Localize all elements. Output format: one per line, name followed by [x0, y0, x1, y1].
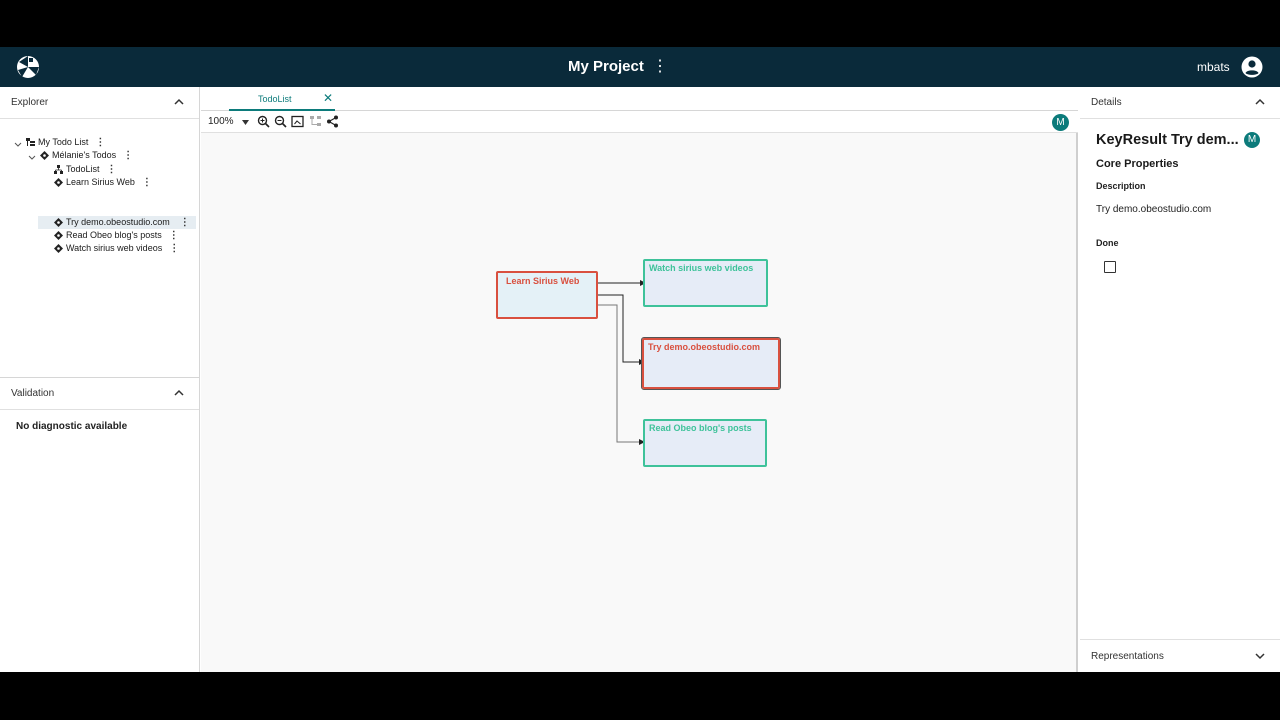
explorer-title: Explorer [11, 97, 49, 108]
tree-item-try-demo[interactable]: Try demo.obeostudio.com ⋮ [54, 216, 190, 229]
chevron-down-icon[interactable] [28, 151, 36, 164]
details-panel-title: Details [1091, 97, 1122, 108]
explorer-tree: My Todo List⋮ Mélanie's Todos⋮ TodoList⋮… [0, 119, 199, 378]
details-heading: KeyResult Try dem... [1096, 132, 1239, 148]
validation-title: Validation [11, 388, 55, 399]
tree-item-label: TodoList [66, 164, 100, 175]
share-icon[interactable] [326, 115, 339, 128]
edge-to-read-blog [598, 304, 645, 445]
tree-item-watch-videos[interactable]: Watch sirius web videos ⋮ [54, 242, 180, 255]
core-properties-heading: Core Properties [1096, 158, 1179, 170]
more-options-icon[interactable]: ⋮ [95, 137, 106, 149]
chevron-up-icon[interactable] [173, 387, 185, 399]
explorer-header[interactable]: Explorer [0, 87, 199, 119]
representations-header[interactable]: Representations [1080, 639, 1280, 672]
done-label: Done [1096, 238, 1119, 248]
fit-to-screen-icon[interactable] [291, 115, 304, 128]
project-menu-button[interactable]: ⋮ [652, 58, 668, 75]
project-title: My Project [568, 58, 644, 75]
more-options-icon[interactable]: ⋮ [168, 230, 179, 242]
caret-down-icon[interactable] [242, 120, 249, 125]
user-name: mbats [1197, 60, 1230, 74]
collaborator-avatar[interactable]: M [1052, 114, 1069, 131]
tab-label: TodoList [258, 94, 292, 104]
tree-item-label: Read Obeo blog's posts [66, 230, 162, 241]
tree-item-label: My Todo List [38, 137, 89, 148]
zoom-out-icon[interactable] [274, 115, 287, 128]
zoom-level-select[interactable]: 100% [208, 116, 234, 127]
tree-item-label: Learn Sirius Web [66, 177, 135, 188]
application-window: My Project ⋮ mbats Explorer My Todo List… [0, 47, 1280, 672]
tree-item-label: Watch sirius web videos [66, 243, 163, 254]
selection-highlight [38, 216, 196, 229]
objective-icon [40, 151, 49, 161]
validation-content: No diagnostic available [0, 410, 199, 450]
model-icon [26, 138, 35, 147]
diagram-editor: TodoList ✕ 100% M [201, 87, 1078, 672]
node-read-blog[interactable]: Read Obeo blog's posts [643, 419, 767, 467]
key-result-icon [54, 231, 63, 241]
more-options-icon[interactable]: ⋮ [106, 164, 117, 176]
chevron-down-icon[interactable] [1254, 650, 1266, 662]
details-header[interactable]: Details [1080, 87, 1280, 119]
done-checkbox[interactable] [1104, 261, 1116, 273]
tree-item-label: Mélanie's Todos [52, 150, 117, 161]
more-options-icon[interactable]: ⋮ [141, 177, 152, 189]
zoom-in-icon[interactable] [257, 115, 270, 128]
node-label: Try demo.obeostudio.com [648, 342, 761, 352]
tree-item-todolist-diagram[interactable]: TodoList ⋮ [54, 163, 117, 176]
tree-item-label: Try demo.obeostudio.com [66, 217, 170, 228]
key-result-icon [54, 244, 63, 254]
tab-todolist[interactable]: TodoList ✕ [229, 87, 335, 111]
node-learn-sirius-web[interactable]: Learn Sirius Web [496, 271, 598, 319]
top-bar: My Project ⋮ mbats [0, 47, 1280, 87]
chevron-down-icon[interactable] [14, 138, 22, 151]
node-label: Read Obeo blog's posts [649, 423, 752, 433]
tree-item-learn-sirius-web[interactable]: Learn Sirius Web ⋮ [54, 176, 152, 189]
chevron-up-icon[interactable] [173, 96, 185, 108]
tree-item-read-obeo-blog[interactable]: Read Obeo blog's posts ⋮ [54, 229, 179, 242]
arrange-all-icon[interactable] [309, 115, 322, 128]
edges-layer [598, 280, 646, 445]
description-label: Description [1096, 181, 1146, 191]
chevron-up-icon[interactable] [1254, 96, 1266, 108]
diagram-toolbar: 100% M [201, 111, 1078, 133]
description-field[interactable]: Try demo.obeostudio.com [1096, 204, 1212, 215]
representations-title: Representations [1091, 651, 1164, 662]
more-options-icon[interactable]: ⋮ [169, 243, 180, 255]
more-options-icon[interactable]: ⋮ [123, 150, 134, 162]
diagram-icon [54, 165, 63, 175]
more-options-icon[interactable]: ⋮ [180, 216, 190, 229]
diagram-canvas[interactable]: Learn Sirius Web Watch sirius web videos… [201, 133, 1078, 672]
edge-to-try-demo [598, 294, 645, 365]
node-label: Watch sirius web videos [649, 263, 754, 273]
close-icon[interactable]: ✕ [323, 91, 334, 105]
validation-header[interactable]: Validation [0, 378, 199, 410]
details-avatar: M [1244, 132, 1260, 148]
editor-tabs: TodoList ✕ [201, 87, 1078, 111]
sirius-logo-icon[interactable] [16, 55, 40, 79]
right-panel: Details KeyResult Try dem... M Core Prop… [1080, 87, 1280, 672]
node-try-demo[interactable]: Try demo.obeostudio.com [641, 337, 781, 390]
left-panel: Explorer My Todo List⋮ Mélanie's Todos⋮ … [0, 87, 200, 672]
validation-message: No diagnostic available [16, 421, 128, 432]
account-icon[interactable] [1241, 56, 1263, 78]
node-label: Learn Sirius Web [506, 276, 580, 286]
key-result-icon [54, 178, 63, 188]
node-watch-videos[interactable]: Watch sirius web videos [643, 259, 768, 307]
key-result-icon [54, 218, 63, 228]
